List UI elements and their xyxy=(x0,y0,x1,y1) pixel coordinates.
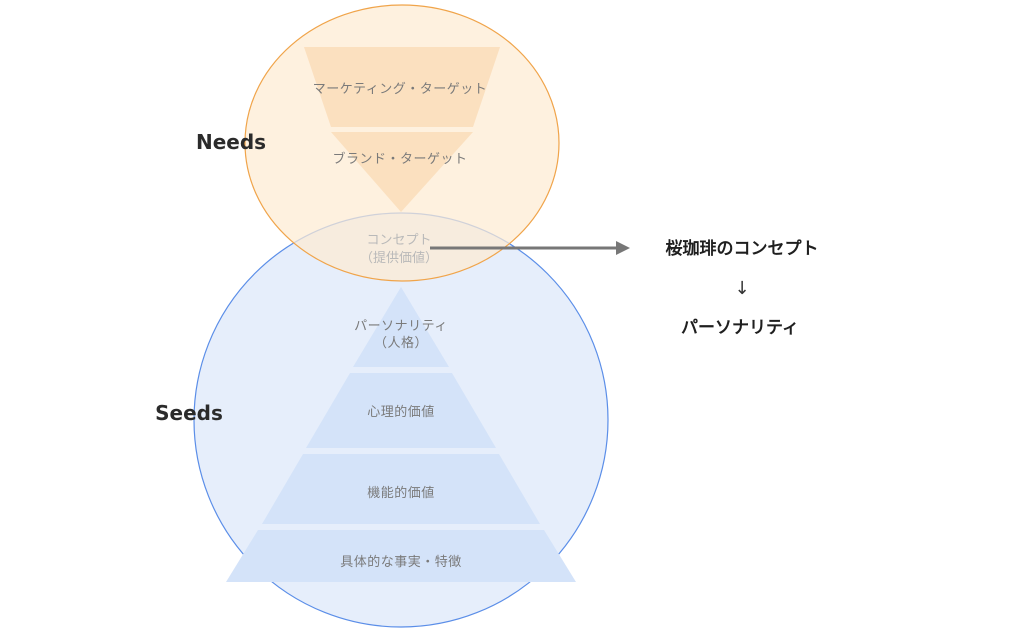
concept-label: コンセプト xyxy=(366,233,431,248)
seeds-layer-functional xyxy=(262,454,540,524)
down-arrow: ↓ xyxy=(734,278,749,299)
seeds-label: Seeds xyxy=(155,401,223,425)
seeds-layer-facts xyxy=(226,530,576,582)
concept-sub-label: （提供価値） xyxy=(360,250,438,266)
needs-layer-1 xyxy=(304,47,500,127)
brand-target-label: ブランド・ターゲット xyxy=(332,151,467,167)
personality-sub-label: （人格） xyxy=(374,335,428,351)
personality-label: パーソナリティ xyxy=(354,319,448,334)
facts-features-label: 具体的な事実・特徴 xyxy=(340,554,462,570)
seeds-layer-personality xyxy=(353,287,449,367)
seeds-layer-psychological xyxy=(306,373,496,448)
psychological-value-label: 心理的価値 xyxy=(367,404,435,420)
needs-layer-2 xyxy=(331,132,473,212)
sakura-coffee-concept-label: 桜珈琲のコンセプト xyxy=(666,238,819,259)
concept-arrow-head xyxy=(616,241,630,255)
personality-result-label: パーソナリティ xyxy=(681,318,799,338)
marketing-target-label: マーケティング・ターゲット xyxy=(313,82,487,97)
needs-label: Needs xyxy=(196,130,266,154)
functional-value-label: 機能的価値 xyxy=(367,485,435,501)
